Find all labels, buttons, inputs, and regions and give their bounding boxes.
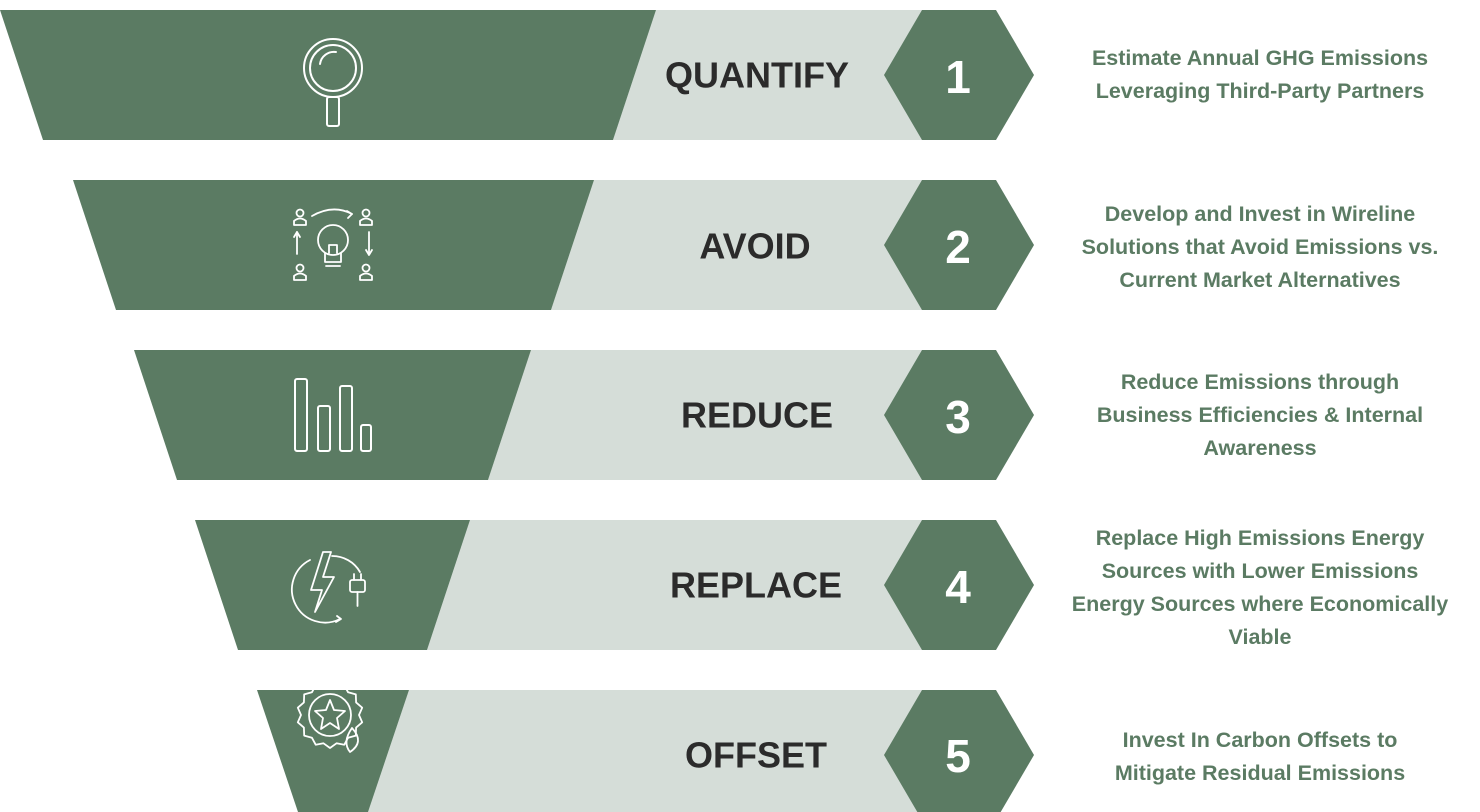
step-3-band-light bbox=[488, 350, 922, 480]
step-3-description: Reduce Emissions through Business Effici… bbox=[1040, 366, 1480, 465]
step-1-label: QUANTIFY bbox=[665, 55, 849, 96]
step-2-description: Develop and Invest in Wireline Solutions… bbox=[1040, 198, 1480, 297]
description-line: Estimate Annual GHG Emissions bbox=[1091, 46, 1429, 70]
step-3-label: REDUCE bbox=[681, 395, 833, 436]
step-reduce: REDUCE 3 bbox=[134, 350, 1034, 480]
description-line: Replace High Emissions Energy bbox=[1095, 526, 1425, 550]
step-4-number-hexagon bbox=[884, 520, 1034, 650]
description-line: Awareness bbox=[1203, 436, 1317, 460]
description-line: Current Market Alternatives bbox=[1119, 268, 1401, 292]
step-1-band-dark bbox=[0, 10, 656, 140]
renewable-energy-plug-icon bbox=[291, 551, 366, 624]
description-line: Reduce Emissions through bbox=[1120, 370, 1400, 394]
step-2-number-hexagon bbox=[884, 180, 1034, 310]
step-1-number-hexagon bbox=[884, 10, 1034, 140]
description-line: Invest In Carbon Offsets to bbox=[1122, 728, 1398, 752]
description-line: Business Efficiencies & Internal bbox=[1096, 403, 1424, 427]
description-line: Mitigate Residual Emissions bbox=[1114, 761, 1406, 785]
step-5-number-hexagon bbox=[884, 690, 1034, 812]
step-4-label: REPLACE bbox=[670, 565, 842, 606]
step-5-label: OFFSET bbox=[685, 735, 827, 776]
step-1-description: Estimate Annual GHG Emissions Leveraging… bbox=[1040, 42, 1480, 108]
step-2-band-light bbox=[551, 180, 922, 310]
step-quantify: QUANTIFY 1 bbox=[0, 10, 1034, 140]
decreasing-bar-chart-icon bbox=[294, 378, 372, 452]
description-line: Solutions that Avoid Emissions vs. bbox=[1081, 235, 1439, 259]
description-line: Develop and Invest in Wireline bbox=[1104, 202, 1416, 226]
magnifying-glass-icon bbox=[303, 38, 363, 127]
step-offset: OFFSET 5 bbox=[257, 681, 1034, 812]
certificate-seal-icon bbox=[296, 681, 364, 753]
step-3-band-dark bbox=[134, 350, 531, 480]
step-1-number: 1 bbox=[945, 51, 971, 103]
lightbulb-people-cycle-icon bbox=[293, 208, 373, 281]
step-4-description: Replace High Emissions Energy Sources wi… bbox=[1040, 522, 1480, 654]
step-2-number: 2 bbox=[945, 221, 971, 273]
step-5-band-dark bbox=[257, 690, 409, 812]
step-2-label: AVOID bbox=[699, 226, 810, 267]
step-4-band-light bbox=[427, 520, 922, 650]
step-4-band-dark bbox=[195, 520, 470, 650]
step-5-number: 5 bbox=[945, 730, 971, 782]
description-line: Leveraging Third-Party Partners bbox=[1095, 79, 1425, 103]
step-5-band-light bbox=[368, 690, 922, 812]
step-5-description: Invest In Carbon Offsets to Mitigate Res… bbox=[1040, 724, 1480, 790]
description-line: Sources with Lower Emissions bbox=[1101, 559, 1419, 583]
step-3-number-hexagon bbox=[884, 350, 1034, 480]
description-line: Viable bbox=[1228, 625, 1292, 649]
step-3-number: 3 bbox=[945, 391, 971, 443]
step-avoid: AVOID 2 bbox=[73, 180, 1034, 310]
step-1-band-light bbox=[613, 10, 922, 140]
step-replace: REPLACE 4 bbox=[195, 520, 1034, 650]
description-line: Energy Sources where Economically bbox=[1071, 592, 1449, 616]
step-4-number: 4 bbox=[945, 561, 971, 613]
